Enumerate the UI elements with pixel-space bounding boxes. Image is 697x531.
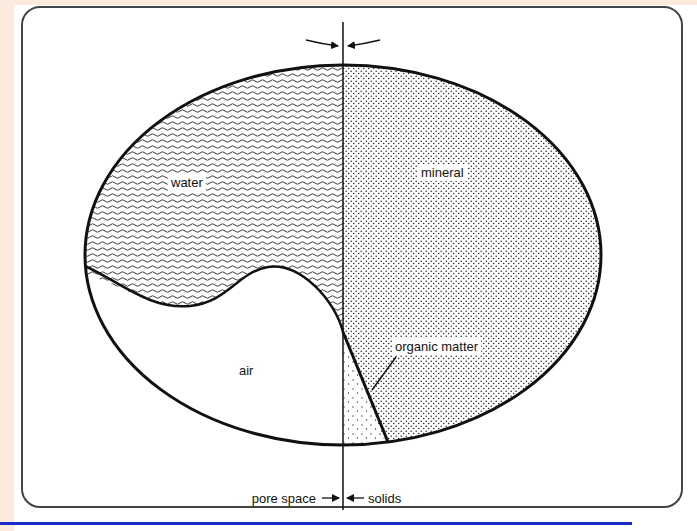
axis-label: solids [365,490,404,507]
bottom-arrow [347,497,364,498]
region-label: organic matter [392,338,481,355]
organic-region [343,332,392,460]
region-label: air [236,362,256,379]
page-strip [0,0,14,531]
frame [22,7,682,507]
organic-boundary [343,332,388,442]
region-label: water [168,174,206,191]
rule [0,522,632,525]
top-arrow [348,40,380,46]
axis-label: pore space [249,490,319,507]
top-arrow [306,40,338,46]
mineral-region [343,50,623,460]
page-strip [0,0,697,5]
soil-ellipse [85,65,601,445]
bottom-arrow [322,497,339,498]
region-label: mineral [418,164,467,181]
leader-line [372,357,396,390]
divider-line [342,22,344,510]
water-air-boundary [85,266,343,332]
